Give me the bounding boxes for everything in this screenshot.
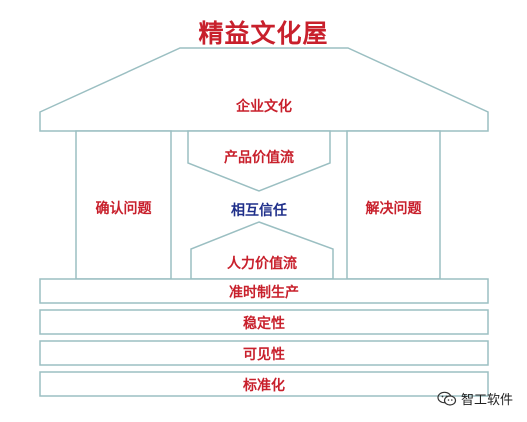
foundation-label-1: 准时制生产 [229,285,299,301]
foundation-bar-1 [39,278,489,304]
people-value-stream-label: 人力价值流 [227,256,297,272]
wechat-icon [437,391,457,407]
left-pillar-label: 确认问题 [95,201,152,217]
right-pillar-label: 解决问题 [365,201,422,217]
product-value-stream-shape [187,130,331,192]
product-value-stream-label: 产品价值流 [224,150,294,166]
foundation-label-4: 标准化 [243,378,285,394]
left-pillar [75,130,172,280]
diagram-title: 精益文化屋 [198,19,329,48]
watermark: 智工软件 [437,389,513,408]
foundation-bar-3 [39,340,489,366]
mutual-trust-label: 相互信任 [231,203,287,219]
watermark-text: 智工软件 [460,393,513,408]
roof-shape [39,47,489,132]
foundation-bar-2 [39,309,489,335]
foundation-label-2: 稳定性 [243,316,285,332]
roof-label: 企业文化 [236,99,292,115]
foundation-label-3: 可见性 [243,347,285,363]
foundation-bar-4 [39,371,489,397]
